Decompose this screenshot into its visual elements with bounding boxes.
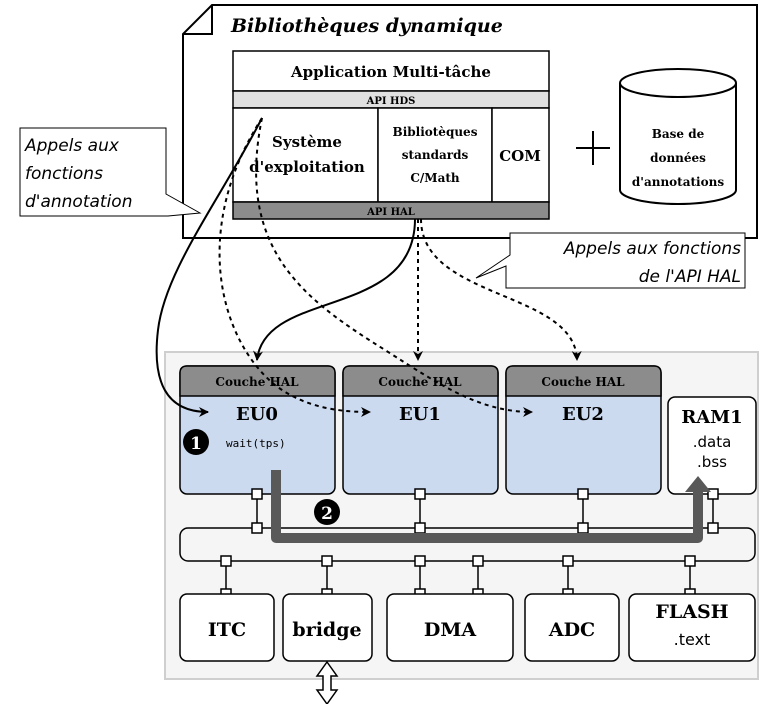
eu1-hal-label: Couche HAL [378, 375, 462, 389]
com-label: COM [499, 147, 541, 165]
os-label-2: d'exploitation [249, 158, 365, 176]
annotation-call-arrow-eu1 [218, 117, 371, 417]
step-2-marker [314, 499, 340, 525]
library-box-fold [183, 5, 213, 35]
os-label-1: Système [272, 133, 342, 151]
library-title: Bibliothèques dynamique [230, 15, 503, 37]
eu0-label: EU0 [236, 404, 278, 425]
flash-label: FLASH [655, 601, 728, 623]
wait-label: wait(tps) [226, 437, 286, 450]
eu1-hal-layer [342, 365, 499, 397]
bridge-double-arrow-icon [315, 660, 339, 704]
itc-label: ITC [208, 619, 246, 641]
annotation-callout-line-1: Appels aux [24, 136, 120, 156]
hal-callout-line-2: de l'API HAL [639, 267, 741, 287]
eu0-hal-layer [179, 365, 336, 397]
annotation-callout-line-2: fonctions [25, 164, 103, 184]
flash-text-label: .text [674, 630, 711, 649]
hal-callout-line-1: Appels aux fonctions [563, 239, 741, 259]
dma-box [386, 593, 514, 662]
api-hds-label: API HDS [366, 96, 416, 107]
annotation-callout [19, 127, 202, 217]
ram1-bss-label: .bss [697, 453, 727, 471]
eu2-label: EU2 [562, 404, 604, 425]
eu2-hal-layer [505, 365, 662, 397]
app-block [232, 50, 550, 92]
step-1-number: 1 [190, 434, 202, 454]
ram1-label: RAM1 [681, 407, 742, 428]
itc-box [179, 593, 275, 662]
bridge-box [282, 593, 373, 662]
db-label-3: d'annotations [632, 175, 724, 189]
os-block [232, 107, 379, 203]
plus-icon [576, 131, 610, 165]
bus [179, 527, 756, 562]
com-block [491, 107, 550, 203]
annotation-call-arrow-eu0 [155, 117, 263, 417]
db-label-2: données [650, 151, 706, 165]
hal-call-arrow-eu2 [420, 218, 582, 361]
db-label-1: Base de [652, 127, 705, 141]
adc-box [524, 593, 620, 662]
annotation-call-arrow-eu2 [255, 117, 533, 417]
memory-access-path [271, 470, 703, 543]
eu2-hal-label: Couche HAL [541, 375, 625, 389]
flash-box [628, 593, 756, 662]
eu0-hal-label: Couche HAL [215, 375, 299, 389]
app-label: Application Multi-tâche [290, 63, 491, 81]
hal-call-arrow-eu0 [253, 218, 416, 361]
bridge-label: bridge [292, 619, 361, 641]
api-hal-bar [232, 201, 550, 220]
std-lib-label-1: Bibliotèques [393, 125, 478, 139]
annotation-callout-line-3: d'annotation [25, 192, 132, 212]
std-lib-label-3: C/Math [410, 171, 460, 185]
dma-label: DMA [424, 619, 477, 641]
hal-callout [475, 232, 746, 289]
std-lib-label-2: standards [402, 148, 469, 162]
database-icon [619, 68, 737, 205]
std-lib-block [377, 107, 493, 203]
memory-access-arrowhead [685, 476, 711, 492]
step-2-number: 2 [321, 504, 333, 524]
step-1-marker [183, 429, 209, 455]
api-hal-label: API HAL [366, 207, 415, 218]
ram1-data-label: .data [693, 433, 732, 451]
adc-label: ADC [548, 619, 595, 641]
eu1-label: EU1 [399, 404, 441, 425]
